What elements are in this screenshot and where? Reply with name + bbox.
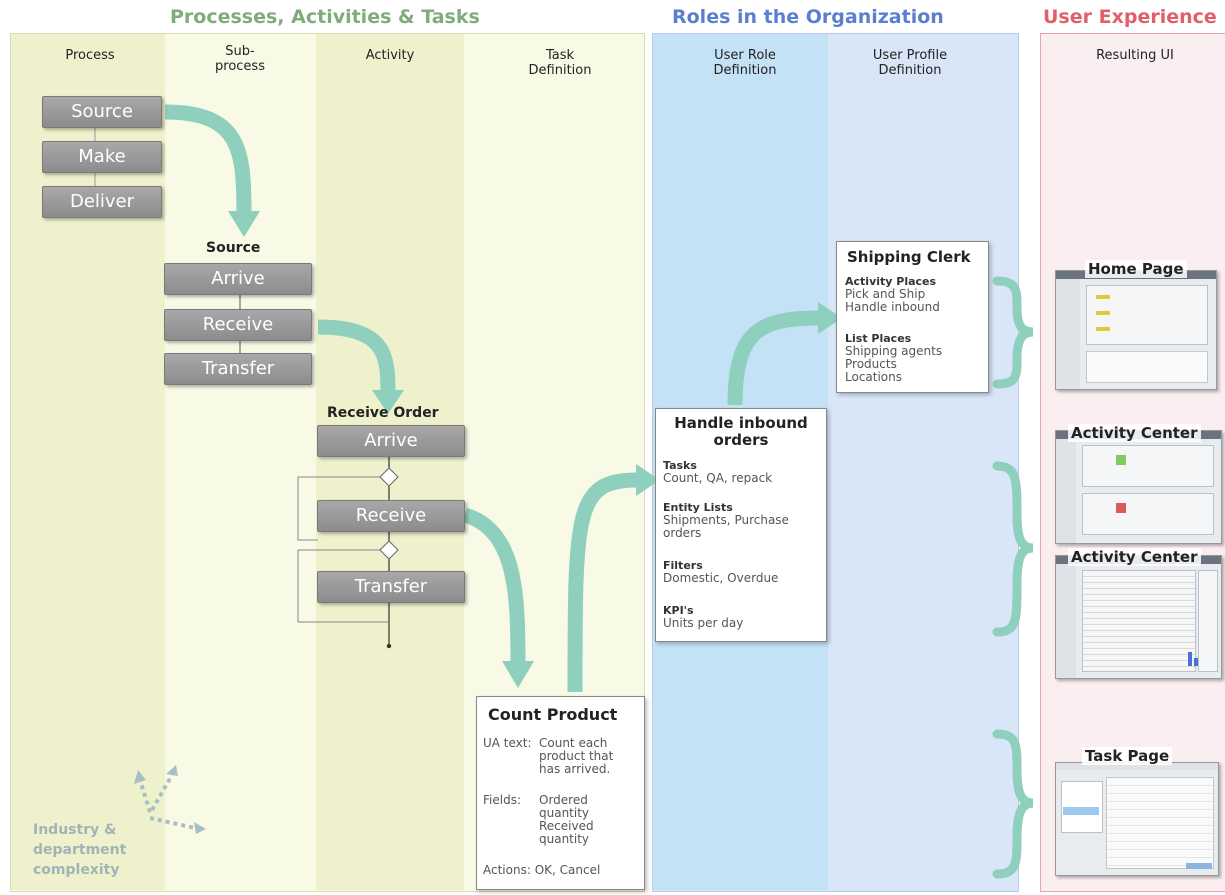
subprocess-item-transfer[interactable]: Transfer xyxy=(164,353,312,385)
section-title-ux: User Experience xyxy=(1043,6,1217,28)
activity-heading: Receive Order xyxy=(327,405,439,421)
task-fields-value: Ordered quantity Received quantity xyxy=(539,793,594,846)
role-filters-label: Filters xyxy=(663,559,703,572)
column-header-task: Task Definition xyxy=(528,48,592,78)
activity-center-thumbnail-1[interactable] xyxy=(1055,430,1222,544)
activity-item-transfer[interactable]: Transfer xyxy=(317,571,465,603)
profile-card: Shipping Clerk Activity Places Pick and … xyxy=(836,241,989,393)
activity-center-title-2: Activity Center xyxy=(1068,548,1201,566)
role-card-title: Handle inbound orders xyxy=(674,414,808,449)
profile-list-place-3: Locations xyxy=(845,370,903,384)
profile-card-title: Shipping Clerk xyxy=(847,248,971,266)
activity-item-receive[interactable]: Receive xyxy=(317,500,465,532)
role-tasks-value: Count, QA, repack xyxy=(663,471,773,485)
subprocess-heading: Source xyxy=(206,240,261,256)
activity-center-thumbnail-2[interactable] xyxy=(1055,555,1222,679)
activity-item-arrive[interactable]: Arrive xyxy=(317,425,465,457)
column-header-ui: Resulting UI xyxy=(1096,48,1174,63)
role-entity-lists-label: Entity Lists xyxy=(663,501,733,514)
task-card-title: Count Product xyxy=(488,705,618,724)
role-kpis-value: Units per day xyxy=(663,616,744,630)
role-tasks-label: Tasks xyxy=(663,459,697,472)
complexity-label: Industry & department complexity xyxy=(33,822,127,878)
home-page-title: Home Page xyxy=(1085,260,1187,278)
column-header-user-profile: User Profile Definition xyxy=(872,48,948,78)
process-item-source[interactable]: Source xyxy=(42,96,162,128)
role-entity-lists-value: Shipments, Purchase orders xyxy=(663,513,789,540)
section-title-processes: Processes, Activities & Tasks xyxy=(170,6,480,28)
task-page-title: Task Page xyxy=(1082,747,1173,765)
role-filters-value: Domestic, Overdue xyxy=(663,571,779,585)
activity-center-title-1: Activity Center xyxy=(1068,424,1201,442)
profile-activity-place-1: Pick and Ship xyxy=(845,287,926,301)
subprocess-item-receive[interactable]: Receive xyxy=(164,309,312,341)
process-column-band xyxy=(11,34,165,890)
process-item-deliver[interactable]: Deliver xyxy=(42,186,162,218)
profile-list-place-1: Shipping agents xyxy=(845,344,943,358)
activity-column-band xyxy=(316,34,464,890)
section-title-roles: Roles in the Organization xyxy=(672,6,944,28)
profile-list-place-2: Products xyxy=(845,357,897,371)
task-ua-label: UA text: xyxy=(483,736,532,750)
profile-list-places-label: List Places xyxy=(845,332,912,345)
task-fields-label: Fields: xyxy=(483,793,521,807)
column-header-subprocess: Sub- process xyxy=(215,44,265,74)
task-ua-value: Count each product that has arrived. xyxy=(539,736,614,776)
task-card: Count Product UA text: Count each produc… xyxy=(476,696,645,890)
task-actions: Actions: OK, Cancel xyxy=(483,863,601,877)
home-page-thumbnail[interactable] xyxy=(1055,270,1217,390)
role-kpis-label: KPI's xyxy=(663,604,694,617)
column-header-activity: Activity xyxy=(365,48,415,63)
task-page-thumbnail[interactable] xyxy=(1055,762,1219,876)
profile-activity-places-label: Activity Places xyxy=(845,275,937,288)
profile-activity-place-2: Handle inbound xyxy=(845,300,940,314)
column-header-process: Process xyxy=(65,48,115,63)
subprocess-item-arrive[interactable]: Arrive xyxy=(164,263,312,295)
column-header-user-role: User Role Definition xyxy=(713,48,777,78)
process-item-make[interactable]: Make xyxy=(42,141,162,173)
role-card: Handle inbound orders Tasks Count, QA, r… xyxy=(655,408,827,642)
